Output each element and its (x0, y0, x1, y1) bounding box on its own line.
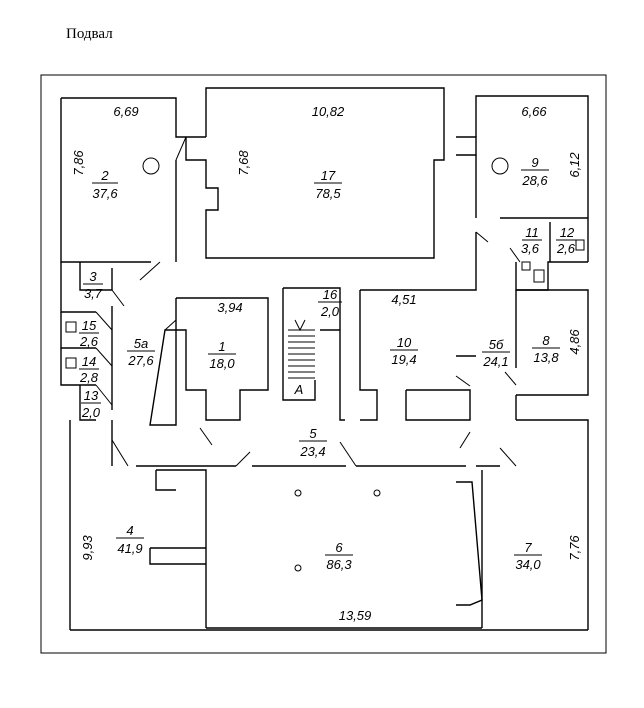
room-number: 5а (134, 336, 148, 351)
room-6-label: 6 86,3 (325, 540, 353, 572)
column-dot-icon (373, 489, 381, 497)
room-13-label: 13 2,0 (81, 388, 101, 420)
room-number: 13 (84, 388, 99, 403)
room-area: 2,0 (81, 405, 101, 420)
stair (288, 319, 315, 379)
toilet-icon (65, 321, 77, 333)
room-3-label: 3 3,7 (83, 269, 103, 301)
room-area: 2,8 (79, 370, 99, 385)
dimension-6-12: 6,12 (567, 152, 582, 178)
room-area: 24,1 (482, 354, 508, 369)
room-number: 9 (531, 155, 538, 170)
room-9-label: 9 28,6 (521, 155, 549, 188)
toilet-icon (533, 269, 545, 283)
dimension-4-51: 4,51 (391, 292, 416, 307)
room-area: 3,6 (521, 241, 540, 256)
room-1-label: 1 18,0 (208, 339, 236, 371)
room-area: 2,6 (556, 241, 576, 256)
room-number: 16 (323, 287, 338, 302)
room-area: 41,9 (117, 541, 142, 556)
dimension-13-59: 13,59 (339, 608, 372, 623)
dimension-7-68: 7,68 (236, 150, 251, 176)
walls (60, 87, 589, 631)
room-5-label: 5 23,4 (299, 426, 327, 459)
room-4-label: 4 41,9 (116, 523, 144, 556)
room-area: 27,6 (127, 353, 154, 368)
room-area: 78,5 (315, 186, 341, 201)
room-area: 37,6 (92, 186, 118, 201)
column-dot-icon (294, 564, 302, 572)
room-area: 86,3 (326, 557, 352, 572)
stair-label: A (294, 382, 304, 397)
dimension-4-86: 4,86 (567, 329, 582, 355)
page-title: Подвал (66, 26, 113, 42)
room-area: 23,4 (299, 444, 325, 459)
dimension-6-69: 6,69 (113, 104, 138, 119)
room-8-label: 8 13,8 (532, 333, 560, 365)
room-number: 17 (321, 168, 336, 183)
room-area: 13,8 (533, 350, 559, 365)
column-circle-icon (491, 157, 509, 175)
room-number: 15 (82, 318, 97, 333)
room-number: 12 (560, 225, 575, 240)
room-10-label: 10 19,4 (390, 335, 418, 367)
room-16-label: 16 2,0 (318, 287, 342, 319)
dimension-9-93: 9,93 (80, 535, 95, 561)
dimension-7-76: 7,76 (567, 535, 582, 561)
room-number: 5б (489, 337, 504, 352)
room-number: 10 (397, 335, 412, 350)
room-15-label: 15 2,6 (79, 318, 99, 349)
room-area: 18,0 (209, 356, 235, 371)
room-5b-label: 5б 24,1 (482, 337, 510, 369)
plan-frame (40, 74, 607, 654)
room-number: 3 (89, 269, 97, 284)
dimension-7-86: 7,86 (71, 150, 86, 176)
room-12-label: 12 2,6 (556, 225, 578, 256)
column-circle-icon (142, 157, 160, 175)
door-swings (95, 136, 521, 467)
room-area: 2,6 (79, 334, 99, 349)
room-labels: 2 37,6 17 78,5 9 28,6 11 3,6 12 2,6 3 3,… (79, 155, 578, 572)
room-14-label: 14 2,8 (79, 354, 99, 385)
dimension-3-94: 3,94 (217, 300, 242, 315)
toilet-icon (65, 357, 77, 369)
sink-icon (575, 239, 585, 251)
room-5a-label: 5а 27,6 (127, 336, 155, 368)
room-area: 28,6 (521, 173, 548, 188)
room-area: 34,0 (515, 557, 541, 572)
room-number: 14 (82, 354, 96, 369)
room-2-label: 2 37,6 (92, 168, 118, 201)
sink-icon (521, 261, 531, 271)
room-7-label: 7 34,0 (514, 540, 542, 572)
room-11-label: 11 3,6 (521, 225, 542, 256)
room-area: 19,4 (391, 352, 416, 367)
room-number: 7 (524, 540, 532, 555)
column-dot-icon (294, 489, 302, 497)
room-area: 3,7 (84, 286, 103, 301)
room-area: 2,0 (320, 304, 340, 319)
room-number: 8 (542, 333, 550, 348)
room-number: 4 (126, 523, 133, 538)
room-number: 1 (218, 339, 225, 354)
room-number: 11 (525, 225, 539, 240)
room-number: 2 (100, 168, 109, 183)
dimension-6-66: 6,66 (521, 104, 547, 119)
dimension-labels: 6,69 10,82 6,66 3,94 4,51 13,59 7,86 7,6… (71, 104, 582, 623)
dimension-10-82: 10,82 (312, 104, 345, 119)
room-number: 6 (335, 540, 343, 555)
room-number: 5 (309, 426, 317, 441)
room-17-label: 17 78,5 (314, 168, 342, 201)
